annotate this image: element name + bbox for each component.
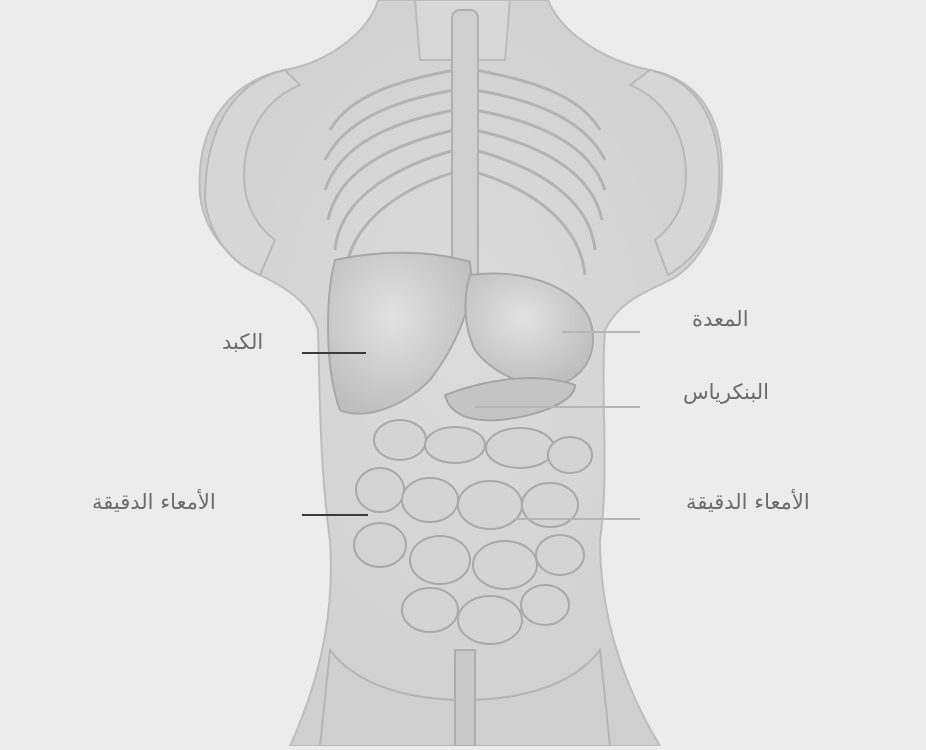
liver-label: الكبد — [222, 332, 263, 353]
small-intestine-left-leader-line — [302, 514, 368, 516]
small-intestine-right-label: الأمعاء الدقيقة — [686, 492, 810, 513]
pancreas-leader-line — [475, 406, 640, 408]
pancreas-label: البنكرياس — [683, 382, 769, 403]
small-intestine-right-leader-line — [515, 518, 640, 520]
stomach-leader-line — [562, 331, 640, 333]
stomach-label: المعدة — [692, 309, 749, 330]
small-intestine-left-label: الأمعاء الدقيقة — [92, 492, 216, 513]
spine-lower — [455, 650, 475, 746]
liver-leader-line — [302, 352, 366, 354]
